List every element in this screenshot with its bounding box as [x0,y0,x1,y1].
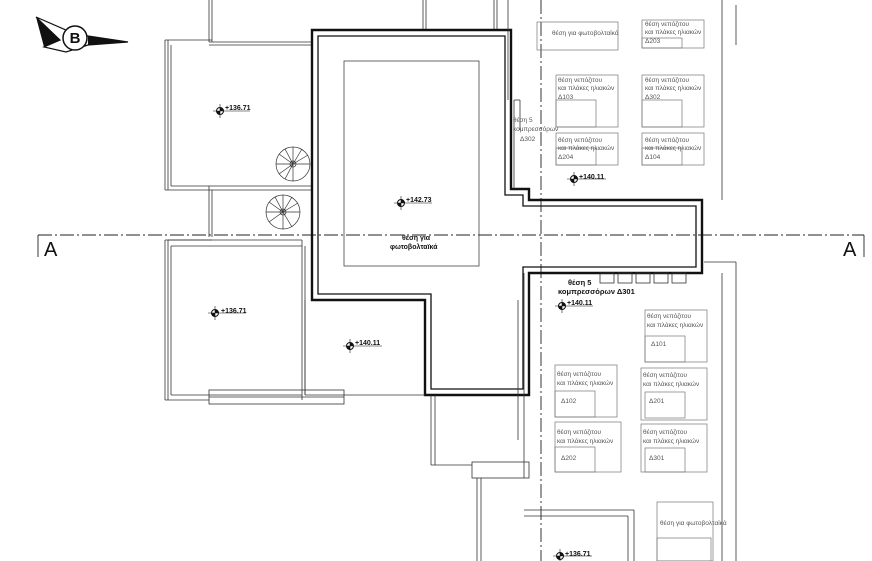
heater-label-line2: και πλάκες ηλιακών [557,437,613,445]
elevation-marker-icon [343,339,382,353]
heater-label-line2: και πλάκες ηλιακών [645,144,701,152]
elevation-right-mid: +140.11 [567,300,592,307]
equipment-boxes [536,19,714,561]
heater-code: Δ202 [561,455,577,462]
elevation-right-upper: +140.11 [579,174,604,181]
heater-label-line2: και πλάκες ηλιακών [647,321,703,329]
compressor-upper-line2: κομπρεσσόρων [513,125,558,133]
heater-label-line1: θέση νεπόζιτου [643,371,687,379]
heater-label-line1: θέση νεπόζιτου [643,428,687,436]
compressor-upper-line1: θέση 5 [513,116,533,124]
elevation-marker-icon [555,299,593,313]
heater-code: Δ103 [558,94,574,101]
heater-label-line2: και πλάκες ηλιακών [645,28,701,36]
north-arrow-icon: B [35,16,129,53]
heater-label-line1: θέση νεπόζιτου [645,20,689,28]
section-marker-right: A [843,239,857,261]
pv-box-bottom: θέση για φωτοβολταϊκά [660,519,727,527]
heater-code: Δ204 [558,154,574,161]
heater-label-line1: θέση νεπόζιτου [645,76,689,84]
elevation-upper-left: +136.71 [225,105,251,112]
heater-label-line1: θέση νεπόζιτου [558,136,602,144]
heater-label-line2: και πλάκες ηλιακών [645,84,701,92]
compressor-lower-line2: κομπρεσσόρων Δ301 [558,287,635,296]
pv-box-top: θέση για φωτοβολταϊκά [552,29,619,37]
elevation-marker-icon [208,306,246,320]
heater-code: Δ102 [561,398,577,405]
elevation-lower-mid: +140.11 [355,340,380,347]
elevation-marker-icon [213,104,250,118]
pv-label-line2: φωτοβολταϊκά [390,243,438,251]
elevation-marker-icon [567,172,606,186]
right-building-walls [507,0,737,561]
heater-label-line1: θέση νεπόζιτου [558,76,602,84]
compressor-upper-code: Δ302 [520,136,536,143]
heater-code: Δ302 [645,94,661,101]
heater-code: Δ101 [651,341,667,348]
heater-label-line2: και πλάκες ηλιακών [557,379,613,387]
heater-label-line2: και πλάκες ηλιακών [558,84,614,92]
heater-label-line1: θέση νεπόζιτου [645,136,689,144]
heater-label-line1: θέση νεπόζιτου [557,370,601,378]
heater-label-line1: θέση νεπόζιτου [647,312,691,320]
spiral-stair-lower-icon [265,194,301,230]
elevation-center-roof: +142.73 [406,197,432,204]
photovoltaic-area [343,60,480,267]
lower-extension-walls [304,273,530,561]
heater-label-line2: και πλάκες ηλιακών [643,437,699,445]
roof-outline-outer [310,28,704,397]
heater-code: Δ201 [649,398,665,405]
section-marker-left: A [44,239,58,261]
heater-label-line2: και πλάκες ηλιακών [558,144,614,152]
pv-label-line1: θέση για [402,235,431,242]
heater-label-line1: θέση νεπόζιτου [557,428,601,436]
heater-code: Δ203 [645,38,661,45]
heater-code: Δ104 [645,154,661,161]
spiral-stair-upper-icon [275,146,311,182]
elevation-marker-icon [553,549,592,561]
elevation-lower-left: +136.71 [221,308,247,315]
elevation-right-bottom: +136.71 [565,551,591,558]
elevation-marker-icon [394,196,432,210]
heater-label-line2: και πλάκες ηλιακών [643,380,699,388]
north-arrow-letter: B [70,30,81,47]
left-building-walls [164,0,498,405]
roof-outline-inner [317,35,697,390]
heater-code: Δ301 [649,455,665,462]
compressor-lower-line1: θέση 5 [568,278,591,287]
